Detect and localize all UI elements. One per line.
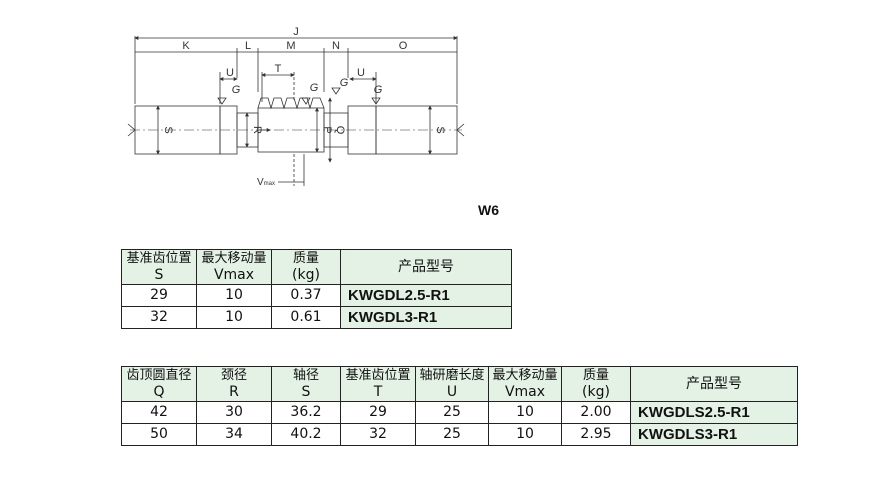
cell: 25 [415,423,489,446]
cell: 40.2 [271,423,341,446]
cell: 36.2 [271,401,341,424]
dim-label-r: R [251,126,263,134]
model-cell: KWGDL2.5-R1 [340,284,512,307]
cell: 32 [121,306,197,329]
table-row: 32 10 0.61 KWGDL3-R1 [121,306,512,329]
cell: 0.61 [271,306,341,329]
cell: 29 [121,284,197,307]
model-cell: KWGDL3-R1 [340,306,512,329]
dim-label-u-left: U [226,67,234,79]
dim-label-u-right: U [357,67,365,79]
tolerance-g-right: G [374,84,383,96]
cell: 2.95 [561,423,631,446]
figure-label: W6 [478,202,499,218]
dim-label-m: M [286,40,295,52]
model-cell: KWGDLS3-R1 [630,423,798,446]
dim-label-q: Q [334,126,346,135]
dim-label-k: K [182,40,190,52]
shaft-technical-drawing: J K L M N O T U U G G G G S R P Q S Vmax [127,26,465,188]
cell: 29 [340,401,416,424]
tolerance-g-mid: G [340,77,349,89]
tolerance-g-left: G [232,84,241,96]
header-mass: 质量(kg) [561,366,631,402]
cell: 0.37 [271,284,341,307]
header-mass: 质量(kg) [271,249,341,285]
cell: 34 [196,423,272,446]
dim-label-l: L [245,40,251,52]
cell: 10 [196,284,272,307]
dim-label-vmax: Vmax [257,177,275,188]
header-model: 产品型号 [630,366,798,402]
cell: 10 [488,423,562,446]
cell: 10 [488,401,562,424]
header-model: 产品型号 [340,249,512,285]
cell: 42 [121,401,197,424]
table-row: 50 34 40.2 32 25 10 2.95 KWGDLS3-R1 [121,423,798,446]
cell: 50 [121,423,197,446]
cell: 30 [196,401,272,424]
dim-label-j: J [293,26,299,38]
dim-label-t: T [275,63,282,75]
dim-label-s-right: S [434,126,446,133]
dim-label-s-left: S [162,126,174,133]
cell: 10 [196,306,272,329]
dim-label-o: O [399,40,408,52]
dim-label-n: N [332,40,340,52]
cell: 32 [340,423,416,446]
cell: 2.00 [561,401,631,424]
dim-label-p: P [321,126,333,133]
tolerance-g-rack: G [310,82,319,94]
cell: 25 [415,401,489,424]
table-row: 42 30 36.2 29 25 10 2.00 KWGDLS2.5-R1 [121,401,798,424]
model-cell: KWGDLS2.5-R1 [630,401,798,424]
table-row: 29 10 0.37 KWGDL2.5-R1 [121,284,512,307]
